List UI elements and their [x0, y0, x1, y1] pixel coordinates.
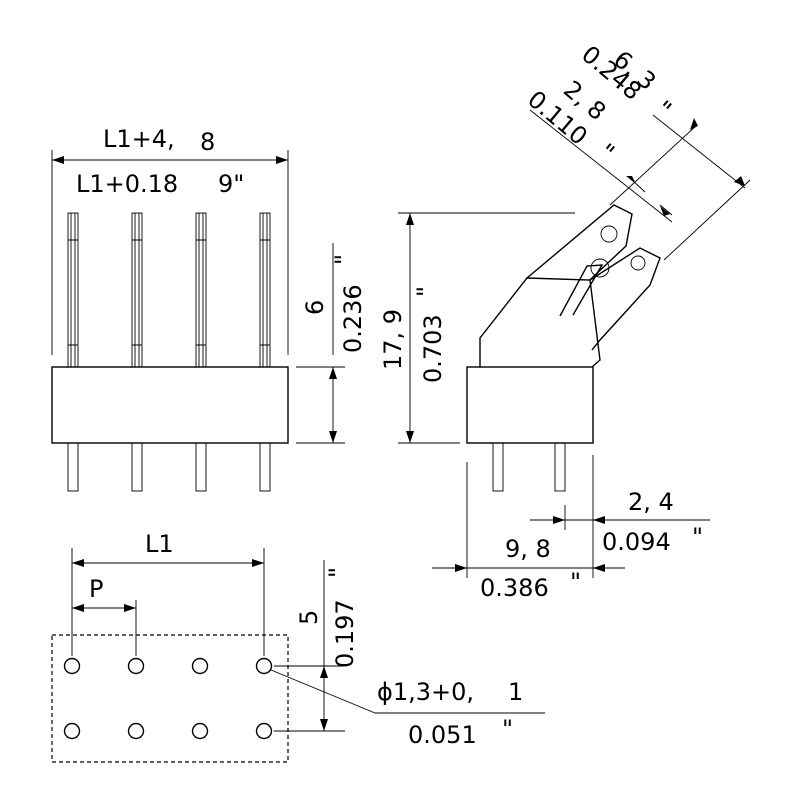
front-base-body: [51, 366, 289, 444]
front-view: L1+4, 8 L1+0.18 9" 6 0.236 ": [51, 125, 367, 492]
front-width-dimension: L1+4, 8 L1+0.18 9": [51, 125, 289, 355]
hole-diameter-callout: ϕ1,3+0, 1 0.051 ": [270, 669, 545, 749]
hole-pattern: L1 P 5 0.197 " ϕ1,3+0, 1 0.051: [51, 530, 545, 763]
hole-dia-in-unit: ": [502, 715, 513, 743]
pin-offset-in-label: 0.094: [602, 528, 671, 556]
side-pins: [492, 442, 566, 492]
base-width-dimension: 9, 8 0.386 ": [432, 455, 625, 602]
row-spacing-dimension: 5 0.197 ": [274, 560, 359, 732]
front-width-in-label: L1+0.18: [76, 170, 178, 198]
row-spacing-mm-label: 5: [295, 610, 323, 625]
tab-width-in-unit: ": [650, 95, 676, 124]
holes: [63, 657, 273, 740]
front-width-in-decimal: 9": [218, 170, 244, 198]
l1-label: L1: [145, 530, 174, 558]
front-height-dimension: 6 0.236 ": [296, 243, 367, 444]
pin-offset-mm-label: 2, 4: [628, 488, 674, 516]
front-pins-upper: [67, 212, 271, 369]
row-spacing-in-unit: ": [324, 567, 352, 578]
hole-dia-in-label: 0.051: [408, 721, 477, 749]
side-base-body: [466, 366, 594, 444]
side-height-in-unit: ": [412, 286, 440, 297]
angled-tab-body: [479, 204, 661, 368]
front-height-in-unit: ": [330, 254, 358, 265]
pitch-dimension: P: [72, 575, 137, 656]
pcb-outline: [51, 634, 289, 763]
side-height-in-label: 0.703: [419, 314, 447, 383]
base-width-mm-label: 9, 8: [505, 535, 551, 563]
front-width-mm-label: L1+4,: [103, 125, 175, 153]
hole-dia-mm-label: ϕ1,3+0,: [377, 678, 474, 706]
pin-offset-in-unit: ": [692, 523, 703, 551]
pin-offset-dimension: 2, 4 0.094 ": [530, 488, 710, 556]
tab-thickness-dimension: 2, 8 0.110 ": [522, 75, 673, 223]
tab-thickness-in-unit: ": [593, 138, 619, 167]
front-width-mm-decimal: 8: [200, 128, 215, 156]
pitch-label: P: [89, 575, 103, 603]
l1-dimension: L1: [71, 530, 265, 656]
front-height-mm-label: 6: [301, 300, 329, 315]
side-height-dimension: 17, 9 0.703 ": [379, 212, 575, 444]
side-height-mm-label: 17, 9: [379, 309, 407, 370]
front-height-in-label: 0.236: [339, 284, 367, 353]
base-width-in-label: 0.386: [480, 574, 549, 602]
hole-dia-mm-decimal: 1: [508, 678, 523, 706]
row-spacing-in-label: 0.197: [331, 599, 359, 668]
side-view: 17, 9 0.703 " 6, 3 0.248 " 2, 8 0.110 ": [379, 40, 751, 602]
base-width-in-unit: ": [570, 568, 581, 596]
front-pins-lower: [67, 442, 271, 492]
